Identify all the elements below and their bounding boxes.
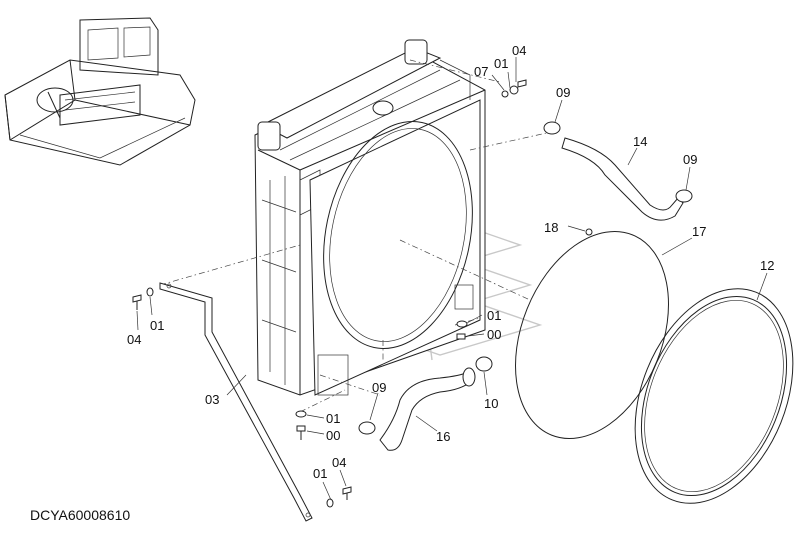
stay-rod bbox=[159, 282, 313, 522]
hoses bbox=[358, 121, 693, 451]
gaskets bbox=[515, 230, 794, 504]
callout-18: 18 bbox=[544, 220, 558, 235]
excavator-thumbnail bbox=[4, 17, 196, 166]
callout-00-mid: 00 bbox=[487, 327, 501, 342]
callout-16: 16 bbox=[436, 429, 450, 444]
document-id: DCYA60008610 bbox=[30, 507, 130, 523]
callout-17: 17 bbox=[692, 224, 706, 239]
callout-01-left: 01 bbox=[150, 318, 164, 333]
callout-09-bottom: 09 bbox=[372, 380, 386, 395]
callout-leaders bbox=[136, 57, 768, 501]
callout-04-bot: 04 bbox=[332, 455, 346, 470]
callout-12: 12 bbox=[760, 258, 774, 273]
callout-labels: 04 01 07 09 14 09 18 17 12 01 04 01 00 0… bbox=[127, 43, 774, 481]
fasteners bbox=[132, 79, 593, 508]
callout-09-top: 09 bbox=[556, 85, 570, 100]
callout-14: 14 bbox=[633, 134, 647, 149]
callout-00-low: 00 bbox=[326, 428, 340, 443]
callout-01-bot: 01 bbox=[313, 466, 327, 481]
callout-01-top: 01 bbox=[494, 56, 508, 71]
callout-04-left: 04 bbox=[127, 332, 141, 347]
radiator-assembly bbox=[254, 39, 486, 396]
callout-01-mid: 01 bbox=[487, 308, 501, 323]
callout-04-top: 04 bbox=[512, 43, 526, 58]
leader-lines bbox=[159, 59, 561, 413]
callout-01-low: 01 bbox=[326, 411, 340, 426]
callout-03: 03 bbox=[205, 392, 219, 407]
callout-07: 07 bbox=[474, 64, 488, 79]
callout-10: 10 bbox=[484, 396, 498, 411]
callout-09-right: 09 bbox=[683, 152, 697, 167]
